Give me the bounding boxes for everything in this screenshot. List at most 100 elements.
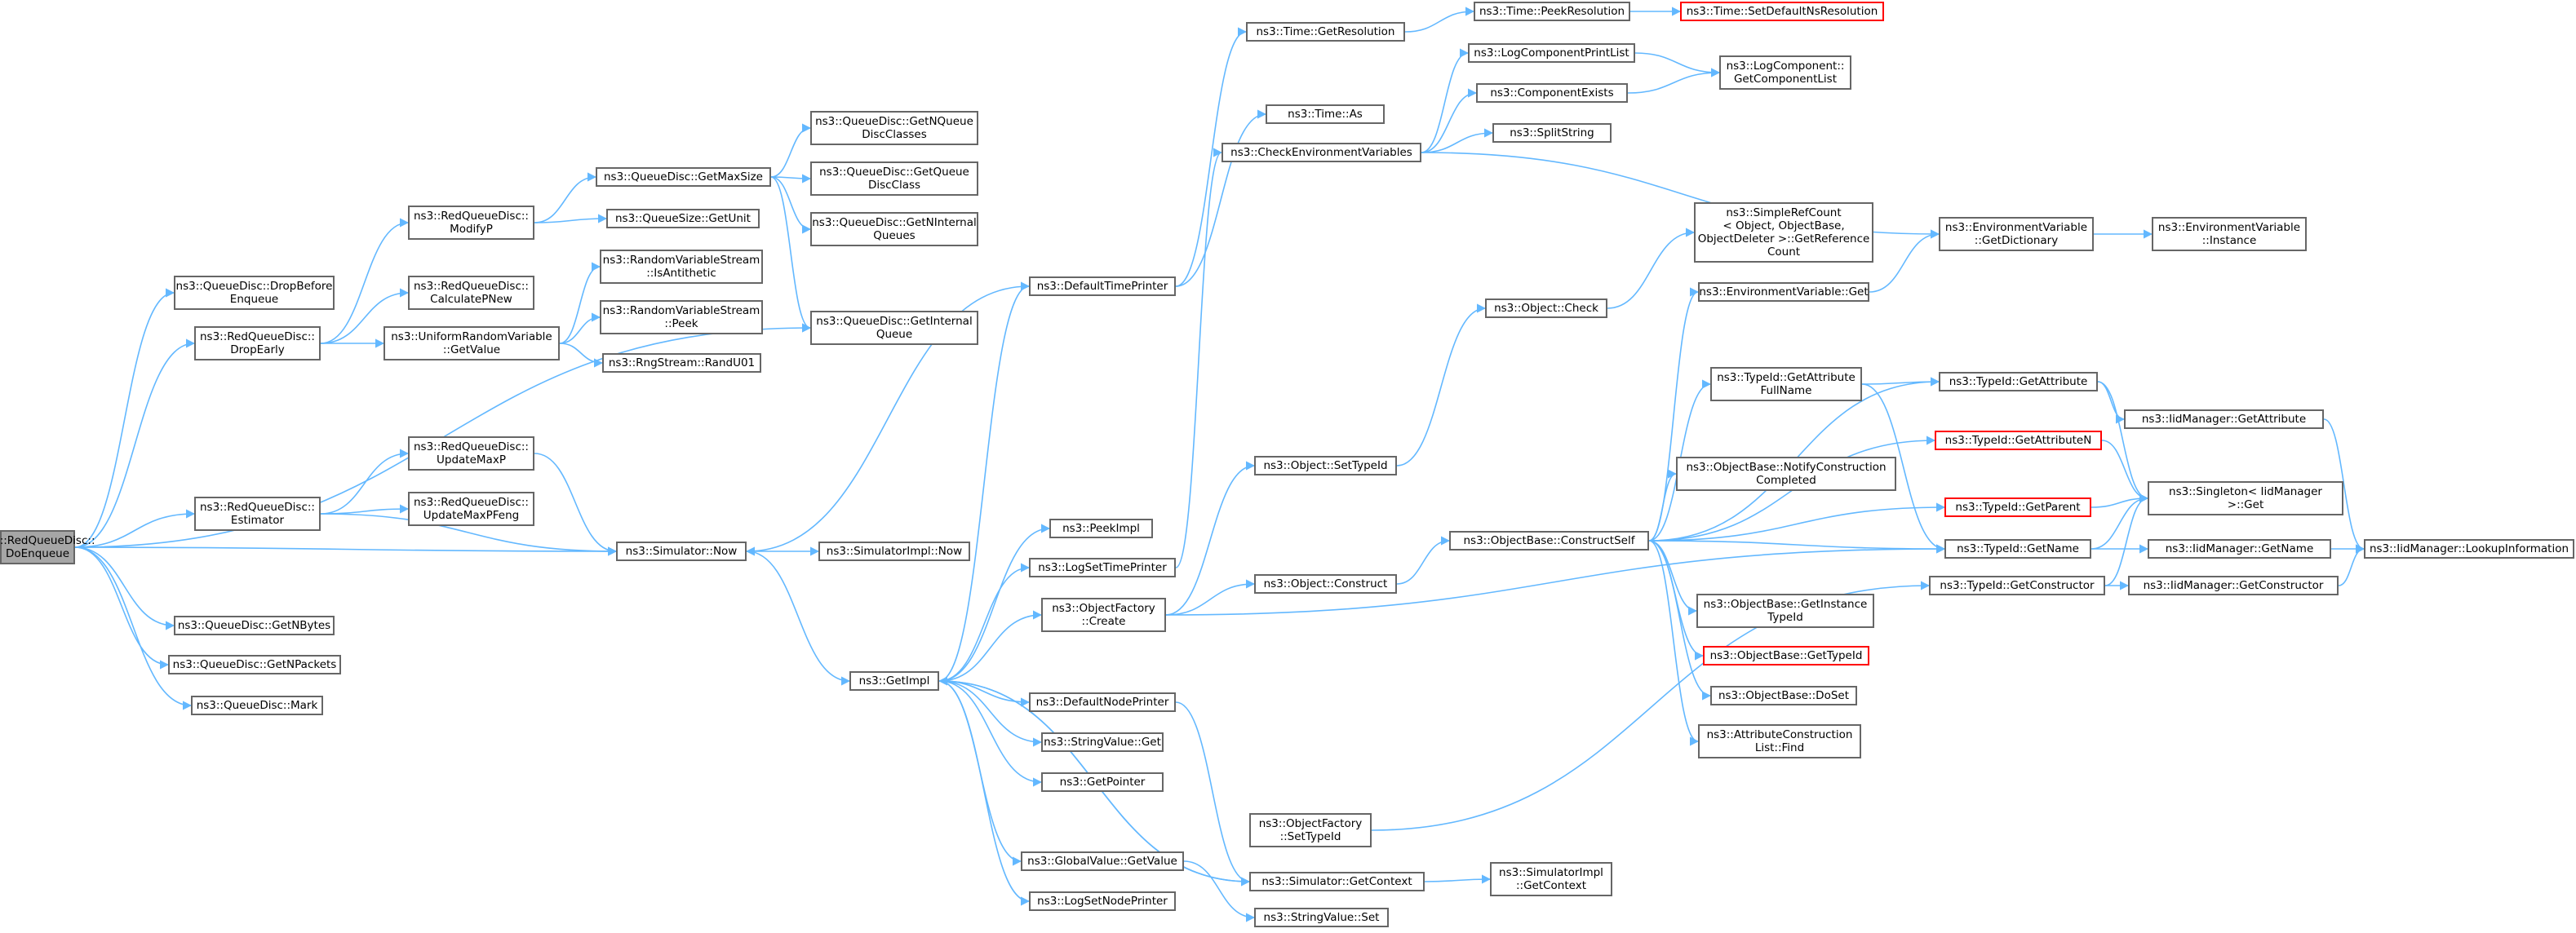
node-string-value-set[interactable]: ns3::StringValue::Set [1254, 908, 1389, 927]
node-update-max-p-feng[interactable]: ns3::RedQueueDisc::UpdateMaxPFeng [408, 492, 534, 526]
node-object-base-get-type-id[interactable]: ns3::ObjectBase::GetTypeId [1703, 646, 1869, 665]
edge-estimator-to-updateMaxP [320, 449, 410, 515]
node-env-var-instance[interactable]: ns3::EnvironmentVariable::Instance [2152, 217, 2307, 251]
node-get-pointer[interactable]: ns3::GetPointer [1041, 772, 1164, 792]
node-string-value-get[interactable]: ns3::StringValue::Get [1041, 732, 1164, 752]
edge-uniGetValue-to-randU01 [559, 343, 604, 368]
node-iid-get-constructor[interactable]: ns3::IidManager::GetConstructor [2128, 576, 2339, 595]
node-label-line: ns3::RedQueueDisc:: [414, 210, 529, 223]
node-time-get-resolution[interactable]: ns3::Time::GetResolution [1246, 22, 1405, 42]
edge-logSetTimePrinter-to-checkEnvVars [1175, 148, 1223, 568]
node-label-line: ns3::ObjectFactory [1258, 817, 1363, 830]
node-label-line: ns3::Simulator::Now [625, 545, 738, 558]
node-sim-get-context[interactable]: ns3::Simulator::GetContext [1249, 872, 1425, 891]
node-label-line: ns3::SplitString [1510, 126, 1594, 139]
node-get-n-bytes[interactable]: ns3::QueueDisc::GetNBytes [174, 616, 335, 635]
node-label-line: ns3::RandomVariableStream [602, 304, 760, 317]
node-modify-p[interactable]: ns3::RedQueueDisc::ModifyP [408, 206, 534, 240]
node-root: ns3::RedQueueDisc::DoEnqueue [0, 530, 95, 564]
node-iid-get-attribute[interactable]: ns3::IidManager::GetAttribute [2124, 409, 2324, 429]
node-obj-factory-create[interactable]: ns3::ObjectFactory::Create [1041, 598, 1166, 632]
node-label-line: ns3::Time::PeekResolution [1479, 5, 1625, 18]
node-label-line: ns3::IidManager::GetConstructor [2143, 579, 2324, 592]
node-rand-u01[interactable]: ns3::RngStream::RandU01 [602, 353, 761, 373]
node-get-unit[interactable]: ns3::QueueSize::GetUnit [606, 209, 760, 228]
node-mark[interactable]: ns3::QueueDisc::Mark [191, 696, 323, 715]
node-type-id-get-name[interactable]: ns3::TypeId::GetName [1944, 539, 2091, 559]
node-sim-now[interactable]: ns3::Simulator::Now [616, 542, 747, 561]
node-calc-p-new[interactable]: ns3::RedQueueDisc::CalculatePNew [408, 276, 534, 310]
edge-modifyP-to-getMaxSize [534, 172, 597, 223]
node-object-check[interactable]: ns3::Object::Check [1485, 298, 1607, 318]
node-set-default-ns-resolution[interactable]: ns3::Time::SetDefaultNsResolution [1680, 2, 1884, 21]
node-split-string[interactable]: ns3::SplitString [1492, 123, 1612, 143]
node-obj-factory-set-type-id[interactable]: ns3::ObjectFactory::SetTypeId [1249, 813, 1372, 847]
node-simple-ref-count[interactable]: ns3::SimpleRefCount< Object, ObjectBase,… [1694, 202, 1873, 263]
node-get-component-list[interactable]: ns3::LogComponent::GetComponentList [1719, 55, 1851, 90]
node-env-var-get-dictionary[interactable]: ns3::EnvironmentVariable::GetDictionary [1939, 217, 2094, 251]
node-uni-get-value[interactable]: ns3::UniformRandomVariable::GetValue [384, 326, 560, 360]
node-type-id-get-attribute[interactable]: ns3::TypeId::GetAttribute [1939, 372, 2098, 391]
node-component-exists[interactable]: ns3::ComponentExists [1476, 83, 1628, 103]
node-label-line: DiscClasses [862, 128, 927, 141]
node-estimator[interactable]: ns3::RedQueueDisc::Estimator [194, 497, 321, 531]
node-label-line: ns3::IidManager::LookupInformation [2369, 542, 2569, 555]
edge-typeIdGetAttribute-to-iidGetAttribute [2097, 381, 2126, 424]
node-log-set-time-printer[interactable]: ns3::LogSetTimePrinter [1029, 558, 1176, 577]
node-type-id-get-constructor[interactable]: ns3::TypeId::GetConstructor [1929, 576, 2105, 595]
edge-getMaxSize-to-getNInternalQueues [770, 176, 812, 234]
node-log-component-print-list[interactable]: ns3::LogComponentPrintList [1468, 43, 1635, 63]
node-peek-impl[interactable]: ns3::PeekImpl [1049, 519, 1153, 538]
node-object-construct[interactable]: ns3::Object::Construct [1254, 574, 1397, 594]
node-get-max-size[interactable]: ns3::QueueDisc::GetMaxSize [596, 167, 771, 187]
node-peek-resolution[interactable]: ns3::Time::PeekResolution [1474, 2, 1630, 21]
node-update-max-p[interactable]: ns3::RedQueueDisc::UpdateMaxP [408, 436, 534, 471]
node-label-line: ns3::DefaultTimePrinter [1036, 280, 1168, 293]
node-type-id-get-attribute-n[interactable]: ns3::TypeId::GetAttributeN [1935, 431, 2102, 450]
node-is-antithetic[interactable]: ns3::RandomVariableStream::IsAntithetic [600, 250, 763, 284]
node-singleton-get[interactable]: ns3::Singleton< IidManager>::Get [2148, 481, 2343, 515]
node-sim-impl-now[interactable]: ns3::SimulatorImpl::Now [818, 542, 970, 561]
node-label-line: Count [1767, 245, 1801, 259]
node-iid-lookup-information[interactable]: ns3::IidManager::LookupInformation [2364, 539, 2574, 559]
node-log-set-node-printer[interactable]: ns3::LogSetNodePrinter [1029, 891, 1176, 911]
node-type-id-get-parent[interactable]: ns3::TypeId::GetParent [1944, 497, 2091, 517]
edge-modifyP-to-getUnit [534, 214, 608, 223]
node-label-line: ns3::StringValue::Get [1044, 736, 1161, 749]
node-do-set[interactable]: ns3::ObjectBase::DoSet [1710, 686, 1857, 705]
node-sim-impl-get-context[interactable]: ns3::SimulatorImpl::GetContext [1490, 862, 1612, 896]
node-label-line: Queues [873, 229, 916, 242]
edge-getAttrFullName-to-typeIdGetAttribute [1861, 377, 1940, 387]
node-object-set-type-id[interactable]: ns3::Object::SetTypeId [1254, 456, 1397, 475]
node-label-line: ns3::EnvironmentVariable [2157, 221, 2301, 234]
node-global-value-get-value[interactable]: ns3::GlobalValue::GetValue [1021, 851, 1184, 871]
node-time-as[interactable]: ns3::Time::As [1266, 104, 1385, 124]
node-construct-self[interactable]: ns3::ObjectBase::ConstructSelf [1449, 531, 1649, 551]
node-default-time-printer[interactable]: ns3::DefaultTimePrinter [1029, 276, 1176, 296]
edge-getMaxSize-to-getQueueDiscClass [770, 174, 812, 184]
node-label-line: ns3::QueueDisc::GetQueue [819, 166, 969, 179]
node-drop-early[interactable]: ns3::RedQueueDisc::DropEarly [194, 326, 321, 360]
node-check-env-vars[interactable]: ns3::CheckEnvironmentVariables [1221, 143, 1421, 162]
node-label-line: GetComponentList [1733, 73, 1838, 86]
edge-defaultTimePrinter-to-timeGetResolution [1175, 27, 1248, 287]
edge-dropEarly-to-calcPNew [320, 288, 410, 344]
node-get-n-packets[interactable]: ns3::QueueDisc::GetNPackets [168, 655, 341, 674]
node-env-var-get[interactable]: ns3::EnvironmentVariable::Get [1698, 282, 1869, 302]
node-label-line: ns3::ObjectBase::GetInstance [1703, 598, 1868, 611]
node-get-impl[interactable]: ns3::GetImpl [849, 671, 939, 691]
node-label-line: ns3::DefaultNodePrinter [1035, 696, 1169, 709]
node-default-node-printer[interactable]: ns3::DefaultNodePrinter [1029, 692, 1176, 712]
node-rvs-peek[interactable]: ns3::RandomVariableStream::Peek [600, 300, 763, 334]
node-iid-get-name[interactable]: ns3::IidManager::GetName [2148, 539, 2331, 559]
